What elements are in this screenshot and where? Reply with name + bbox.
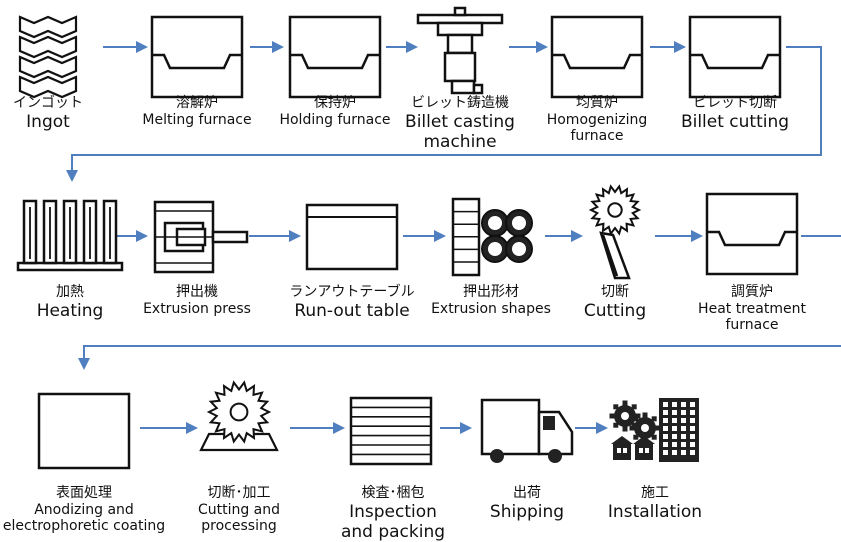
step-label-en: Billet casting [405,111,515,132]
flow-arrow [386,41,418,53]
buildings-gears-icon [609,398,699,462]
flow-arrow [290,422,345,434]
furnace-icon [550,15,644,99]
flow-arrow [116,230,148,242]
step-label-ja: 保持炉 [314,95,356,111]
step-label-ja: 押出機 [176,284,218,300]
step-label-en: Anodizing and [34,501,134,518]
saw-cutting-icon [588,184,642,280]
truck-icon [480,398,574,463]
step-label-en: Extrusion shapes [431,300,551,317]
surface-treatment-icon [37,392,131,470]
flow-arrow [575,422,608,434]
step-label-ja: ランアウトテーブル [289,284,415,300]
step-label-en: Homogenizing [546,111,648,128]
row-wrap-arrow [78,345,841,370]
furnace-icon [150,15,244,99]
step-label-en: Heating [36,300,104,321]
flow-arrow [103,41,148,53]
row-wrap-arrow [66,46,822,182]
flow-arrow [403,230,446,242]
flow-arrow [249,230,301,242]
saw-processing-icon [199,380,279,452]
step-label-en: and packing [340,521,446,542]
step-label-en: Cutting [583,300,647,321]
packing-stack-icon [349,396,433,466]
step-label-en: Inspection [349,501,437,522]
flow-arrow [440,422,472,434]
flow-arrow [655,230,703,242]
furnace-icon [705,192,799,276]
step-label-en: furnace [725,317,779,334]
step-label-en: Cutting and processing [197,501,281,535]
step-label-ja: 押出形材 [463,284,519,300]
step-label-ja: ビレット鋳造機 [411,95,509,111]
step-label-en: Heat treatment [698,300,806,317]
step-label-en: Billet cutting [680,111,790,132]
step-label-en: electrophoretic coating [2,518,166,535]
step-label-ja: インゴット [13,95,83,111]
step-label-ja: 溶解炉 [176,95,218,111]
step-label-ja: 加熱 [56,284,84,300]
runout-table-icon [305,203,399,271]
step-label-en: Shipping [489,501,565,522]
step-label-en: Holding furnace [279,111,391,128]
arrows [66,41,841,434]
step-label-en: Melting furnace [142,111,252,128]
step-label-ja: 調質炉 [731,284,773,300]
flow-arrow [650,41,686,53]
step-label-ja: 検査･梱包 [361,485,425,501]
furnace-icon [688,15,782,99]
step-label-ja: 切断･加工 [207,485,271,501]
step-label-ja: 均質炉 [576,95,618,111]
step-label-ja: 表面処理 [56,485,112,501]
step-label-ja: 出荷 [513,485,541,501]
stacked-ingots-icon [18,15,78,99]
heater-rack-icon [16,199,124,272]
step-label-en: furnace [570,128,624,145]
extrusion-shapes-icon [451,197,533,277]
step-label-ja: ビレット切断 [693,95,777,111]
step-label-ja: 施工 [641,485,669,501]
step-label-en: Ingot [26,111,70,132]
casting-machine-icon [416,6,504,95]
step-label-ja: 切断 [601,284,629,300]
step-label-en: machine [423,131,497,152]
furnace-icon [288,15,382,99]
step-label-en: Extrusion press [143,300,251,317]
flow-arrow [545,230,583,242]
step-label-en: Run-out table [294,300,410,321]
flow-arrow [509,41,548,53]
flow-arrow [140,422,198,434]
flow-arrow [250,41,284,53]
extrusion-press-icon [153,200,249,274]
step-label-en: Installation [607,501,703,522]
